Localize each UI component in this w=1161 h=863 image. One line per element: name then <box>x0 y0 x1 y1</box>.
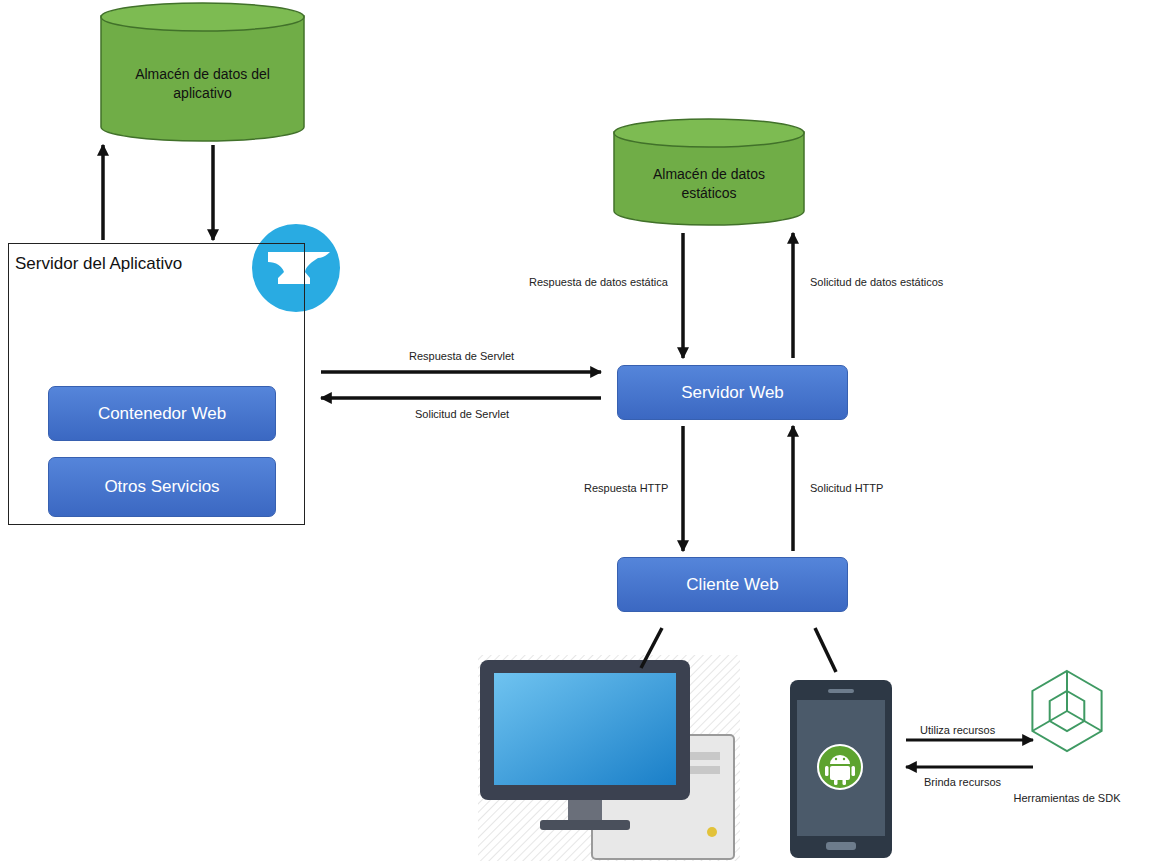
data-store: Almacén de datos del aplicativo <box>100 2 305 142</box>
device-link <box>815 628 836 672</box>
cylinder-top <box>101 3 304 31</box>
node-text: Herramientas de SDK <box>1012 791 1122 805</box>
process-box: Otros Servicios <box>48 457 276 517</box>
sdk-cube-edge <box>1066 671 1068 691</box>
sdk-cube <box>1050 691 1085 731</box>
phone-illustration <box>790 680 892 858</box>
connector-arrow <box>791 426 795 551</box>
sdk-icon <box>1012 665 1122 805</box>
node-text: Almacén de datos estáticos <box>613 135 805 209</box>
connector-arrow <box>321 370 601 374</box>
computer-illustration <box>478 655 740 861</box>
node-text: Otros Servicios <box>104 477 219 497</box>
device-link <box>641 628 662 668</box>
process-box: Servidor Web <box>617 365 848 420</box>
edge-label: Respuesta HTTP <box>582 482 670 494</box>
edge-label: Solicitud de Servlet <box>413 408 511 420</box>
sdk-cube-edge <box>1050 711 1067 721</box>
process-box: Contenedor Web <box>48 386 276 441</box>
node-text: Cliente Web <box>686 575 778 595</box>
sdk-cube-edge <box>1066 691 1068 711</box>
connector-arrow <box>321 396 601 400</box>
anvil-icon <box>252 224 340 312</box>
process-box: Cliente Web <box>617 557 848 612</box>
connector-arrow <box>211 145 215 240</box>
edge-label: Solicitud de datos estáticos <box>808 276 945 288</box>
node-text: Servidor Web <box>681 383 784 403</box>
sdk-tool: Herramientas de SDK <box>1012 665 1122 805</box>
data-store: Almacén de datos estáticos <box>613 118 805 226</box>
node-text: Contenedor Web <box>98 404 226 424</box>
connector-arrow <box>101 145 105 240</box>
arrow-label: Brinda recursos <box>922 776 1003 788</box>
connector-arrow <box>681 426 685 551</box>
resource-arrow <box>906 739 1033 742</box>
server-box: Servidor del AplicativoContenedor WebOtr… <box>8 243 305 525</box>
sdk-hexagon <box>1032 671 1101 751</box>
sdk-cube-edge <box>1032 721 1049 731</box>
cylinder-body <box>101 16 304 141</box>
edge-label: Solicitud HTTP <box>808 482 885 494</box>
sdk-cube-edge <box>1067 711 1084 721</box>
cylinder-top <box>614 119 804 147</box>
connector-arrow <box>791 233 795 358</box>
sdk-cube-edge <box>1084 721 1101 731</box>
arrow-label: Utiliza recursos <box>918 724 997 736</box>
node-text: Almacén de datos del aplicativo <box>100 35 305 109</box>
edge-label: Respuesta de datos estática <box>527 276 670 288</box>
connector-arrow <box>681 233 685 358</box>
edge-label: Respuesta de Servlet <box>407 350 516 362</box>
box-heading: Servidor del Aplicativo <box>15 254 182 274</box>
resource-arrow <box>906 766 1033 769</box>
